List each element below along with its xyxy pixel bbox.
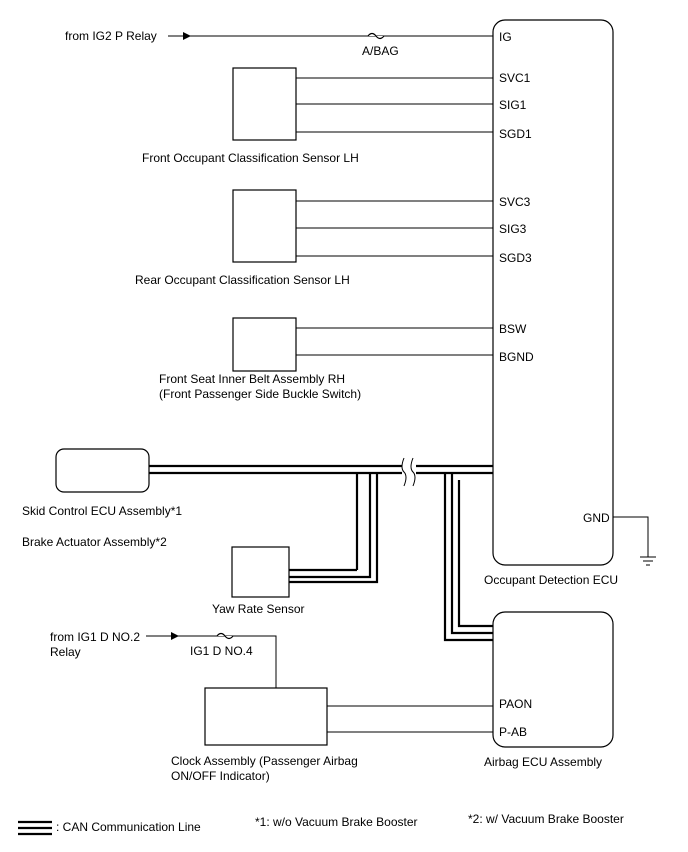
ig1-source-label-line1: from IG1 D NO.2 xyxy=(50,630,140,644)
occupant-detection-ecu-box xyxy=(492,19,614,566)
yaw-sensor-label: Yaw Rate Sensor xyxy=(212,602,305,616)
gnd-wire xyxy=(613,516,649,557)
pin-svc1: SVC1 xyxy=(499,71,531,85)
pin-paon: PAON xyxy=(499,697,532,711)
can-legend-label: : CAN Communication Line xyxy=(56,820,201,834)
skid-ecu-box xyxy=(55,448,150,493)
belt-label-line2: (Front Passenger Side Buckle Switch) xyxy=(159,387,361,401)
yaw-sensor-box xyxy=(231,546,290,598)
can-break-gap xyxy=(402,460,416,482)
rear-sensor-label: Rear Occupant Classification Sensor LH xyxy=(135,273,350,287)
abag-fuse-icon xyxy=(367,32,385,40)
pin-pab: P-AB xyxy=(499,725,527,739)
footnote-1: *1: w/o Vacuum Brake Booster xyxy=(255,815,418,829)
clock-label-line2: ON/OFF Indicator) xyxy=(171,769,270,783)
footnote-2: *2: w/ Vacuum Brake Booster xyxy=(468,812,624,826)
pin-sgd1: SGD1 xyxy=(499,127,532,141)
abag-fuse-label: A/BAG xyxy=(362,44,399,58)
front-sensor-box xyxy=(232,67,297,141)
can-bus xyxy=(149,464,493,642)
pin-ig: IG xyxy=(499,30,512,44)
ig1-source-label-line2: Relay xyxy=(50,645,81,659)
occupant-ecu-label: Occupant Detection ECU xyxy=(484,573,618,587)
ig2-arrow xyxy=(183,32,191,40)
can-legend-icon xyxy=(18,820,52,836)
pin-sgd3: SGD3 xyxy=(499,251,532,265)
pin-bsw: BSW xyxy=(499,322,527,336)
pin-sig1: SIG1 xyxy=(499,98,527,112)
clock-assembly-box xyxy=(204,687,328,746)
belt-assembly-box xyxy=(232,317,297,372)
ground-icon xyxy=(640,556,656,566)
ig2-source-label: from IG2 P Relay xyxy=(65,29,157,43)
pin-bgnd: BGND xyxy=(499,350,534,364)
rear-sensor-box xyxy=(232,189,297,263)
brake-actuator-label: Brake Actuator Assembly*2 xyxy=(22,535,167,549)
ig1d-fuse-icon xyxy=(216,632,234,640)
ig1-arrow xyxy=(171,632,179,640)
airbag-ecu-label: Airbag ECU Assembly xyxy=(484,755,602,769)
skid-ecu-label: Skid Control ECU Assembly*1 xyxy=(22,504,182,518)
pin-svc3: SVC3 xyxy=(499,195,531,209)
pin-sig3: SIG3 xyxy=(499,222,527,236)
ig1d-fuse-label: IG1 D NO.4 xyxy=(190,644,253,658)
airbag-ecu-box xyxy=(492,611,614,748)
belt-label-line1: Front Seat Inner Belt Assembly RH xyxy=(159,372,345,386)
ig1-wire xyxy=(146,635,277,688)
can-break-symbol xyxy=(401,457,416,487)
front-sensor-label: Front Occupant Classification Sensor LH xyxy=(142,151,359,165)
clock-label-line1: Clock Assembly (Passenger Airbag xyxy=(171,754,358,768)
pin-gnd: GND xyxy=(583,511,610,525)
